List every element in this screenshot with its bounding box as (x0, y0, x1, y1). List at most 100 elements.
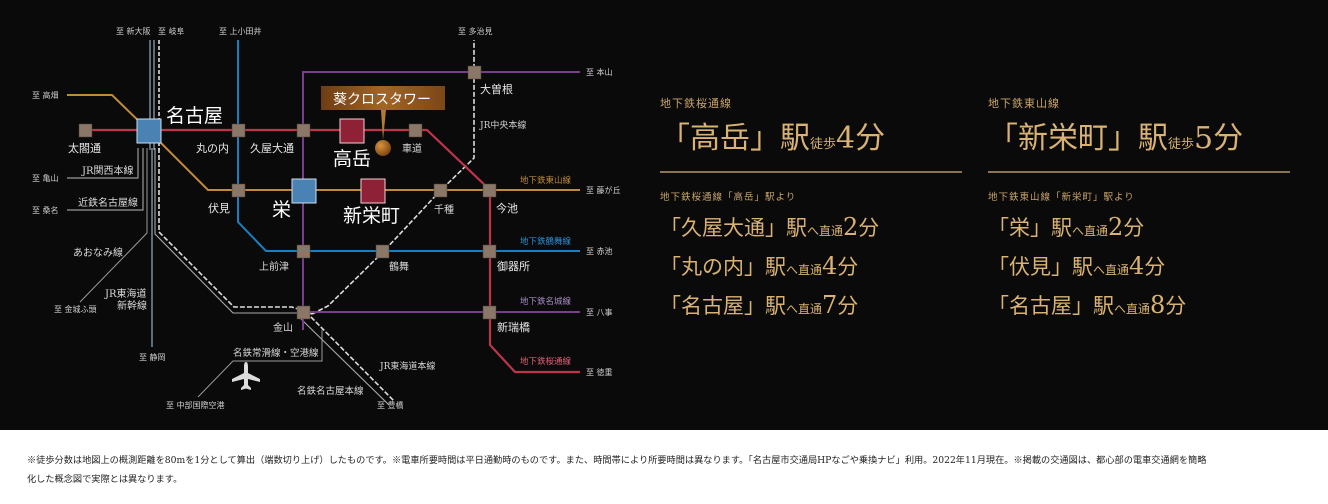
footnote: ※徒歩分数は地図上の概測距離を80mを1分として算出（端数切り上げ）したものです… (27, 451, 1297, 489)
route-map: 葵クロスタワー 名古屋 太閤通 丸の内 久屋大通 高岳 車道 大曽根 伏見 栄 … (32, 26, 621, 410)
route-row: 「久屋大通」駅へ直通2分 (660, 212, 962, 242)
route-minutes: 2 (1108, 213, 1124, 241)
dest-takabata: 至 高畑 (32, 90, 59, 100)
line-higashiyama: 地下鉄東山線 (520, 175, 572, 186)
line-sakuradori: 地下鉄桜通線 (520, 356, 572, 367)
access-station: 「新栄町」駅 (988, 121, 1168, 156)
station-fushimi: 伏見 (208, 201, 230, 215)
dest-toyohashi: 至 豊橋 (377, 400, 404, 410)
line-aonami: あおなみ線 (73, 246, 123, 259)
footnote-line-2: 化した概念図で実際とは異なります。 (27, 474, 183, 485)
route-dest: 「久屋大通」駅 (660, 216, 807, 240)
divider (988, 171, 1290, 173)
dest-kuwana: 至 桑名 (32, 205, 59, 215)
station-marunouchi: 丸の内 (196, 141, 229, 155)
access-from: 地下鉄桜通線「高岳」駅より (660, 192, 797, 203)
access-panel: 葵クロスタワー 名古屋 太閤通 丸の内 久屋大通 高岳 車道 大曽根 伏見 栄 … (0, 0, 1328, 430)
route-minutes: 8 (1150, 291, 1166, 319)
route-dest: 「名古屋」駅 (660, 294, 786, 318)
route-dest: 「名古屋」駅 (988, 294, 1114, 318)
sakae-transfer-marker (291, 178, 317, 204)
route-unit: 分 (858, 216, 880, 240)
access-station: 「高岳」駅 (660, 121, 810, 156)
station-sakae: 栄 (272, 199, 291, 221)
meijo-line (302, 71, 580, 330)
line-meitetsu-nagoya: 名鉄名古屋本線 (297, 385, 364, 397)
divider (660, 171, 962, 173)
station-taikodori: 太閤通 (68, 142, 101, 155)
station-kamimaezu: 上前津 (259, 260, 289, 273)
dest-kinjo: 至 金城ふ頭 (54, 304, 97, 314)
line-shinkansen-2: 新幹線 (117, 299, 147, 312)
building-location-icon (375, 140, 391, 156)
jr-lines (67, 40, 475, 406)
dest-kameyama: 至 亀山 (32, 173, 59, 183)
station-nagoya: 名古屋 (166, 105, 223, 127)
access-from: 地下鉄東山線「新栄町」駅より (988, 192, 1135, 203)
station-kurumamichi: 車道 (402, 142, 422, 155)
line-kansai: JR関西本線 (81, 164, 134, 177)
access-shinsakaemachi: 地下鉄東山線 「新栄町」駅徒歩5分 地下鉄東山線「新栄町」駅より 「栄」駅へ直通… (988, 95, 1290, 320)
station-gokiso: 御器所 (497, 259, 530, 273)
dest-fujigaoka: 至 藤が丘 (586, 185, 621, 195)
station-hisaya: 久屋大通 (250, 141, 294, 155)
station-markers (78, 65, 497, 320)
station-imaike: 今池 (496, 201, 518, 215)
route-unit: 分 (837, 255, 859, 279)
access-walk-time: 「新栄町」駅徒歩5分 (988, 113, 1290, 157)
dest-motoyama: 至 本山 (586, 67, 613, 77)
access-takaoka: 地下鉄桜通線 「高岳」駅徒歩4分 地下鉄桜通線「高岳」駅より 「久屋大通」駅へ直… (660, 95, 962, 320)
station-shinsakaemachi: 新栄町 (343, 205, 400, 227)
dest-shizuoka: 至 静岡 (139, 352, 166, 362)
route-minutes: 4 (1129, 252, 1145, 280)
route-row: 「伏見」駅へ直通4分 (988, 251, 1290, 281)
line-meijo: 地下鉄名城線 (520, 296, 572, 307)
route-minutes: 2 (843, 213, 859, 241)
access-walk-time: 「高岳」駅徒歩4分 (660, 113, 962, 157)
line-shinkansen-1: JR東海道 (104, 287, 147, 300)
station-chikusa: 千種 (434, 203, 454, 216)
route-unit: 分 (1144, 255, 1166, 279)
walk-unit: 分 (855, 121, 886, 156)
access-line-name: 地下鉄桜通線 (660, 97, 732, 110)
access-line-name: 地下鉄東山線 (988, 97, 1060, 110)
dest-shinosaka: 至 新大阪 (116, 26, 151, 36)
route-minutes: 4 (822, 252, 838, 280)
takaoka-marker (339, 118, 365, 144)
sakuradori-line (85, 128, 580, 374)
route-via: へ直通 (1093, 263, 1130, 277)
route-row: 「栄」駅へ直通2分 (988, 212, 1290, 242)
line-meitetsu-tokoname: 名鉄常滑線・空港線 (233, 347, 319, 359)
footnote-line-1: ※徒歩分数は地図上の概測距離を80mを1分として算出（端数切り上げ）したものです… (27, 455, 1207, 466)
walk-label: 徒歩 (1168, 137, 1195, 152)
station-aratama: 新瑞橋 (497, 320, 530, 334)
dest-yagoto: 至 八事 (586, 307, 613, 317)
route-via: へ直通 (786, 302, 823, 316)
station-ozone: 大曽根 (480, 82, 513, 96)
route-dest: 「栄」駅 (988, 216, 1072, 240)
airplane-icon (232, 362, 260, 390)
line-chuo: JR中央本線 (479, 119, 526, 131)
route-minutes: 7 (822, 291, 838, 319)
dest-kamiotai: 至 上小田井 (219, 26, 262, 36)
shinsakaemachi-marker (360, 178, 386, 204)
route-via: へ直通 (786, 263, 823, 277)
station-takaoka: 高岳 (333, 148, 371, 170)
walk-label: 徒歩 (810, 137, 837, 152)
station-kanayama: 金山 (273, 321, 293, 334)
route-unit: 分 (837, 294, 859, 318)
line-tsurumai: 地下鉄鶴舞線 (520, 236, 572, 247)
route-via: へ直通 (1072, 224, 1109, 238)
walk-minutes: 4 (836, 121, 856, 156)
route-row: 「丸の内」駅へ直通4分 (660, 251, 962, 281)
route-dest: 「丸の内」駅 (660, 255, 786, 279)
dest-tajimi: 至 多治見 (458, 26, 493, 36)
nagoya-transfer-marker (136, 118, 162, 144)
dest-airport: 至 中部国際空港 (166, 400, 225, 410)
dest-gifu: 至 岐阜 (158, 26, 185, 36)
route-dest: 「伏見」駅 (988, 255, 1093, 279)
route-unit: 分 (1165, 294, 1187, 318)
walk-minutes: 5 (1194, 121, 1214, 156)
line-kintetsu: 近鉄名古屋線 (78, 196, 138, 209)
route-unit: 分 (1123, 216, 1145, 240)
